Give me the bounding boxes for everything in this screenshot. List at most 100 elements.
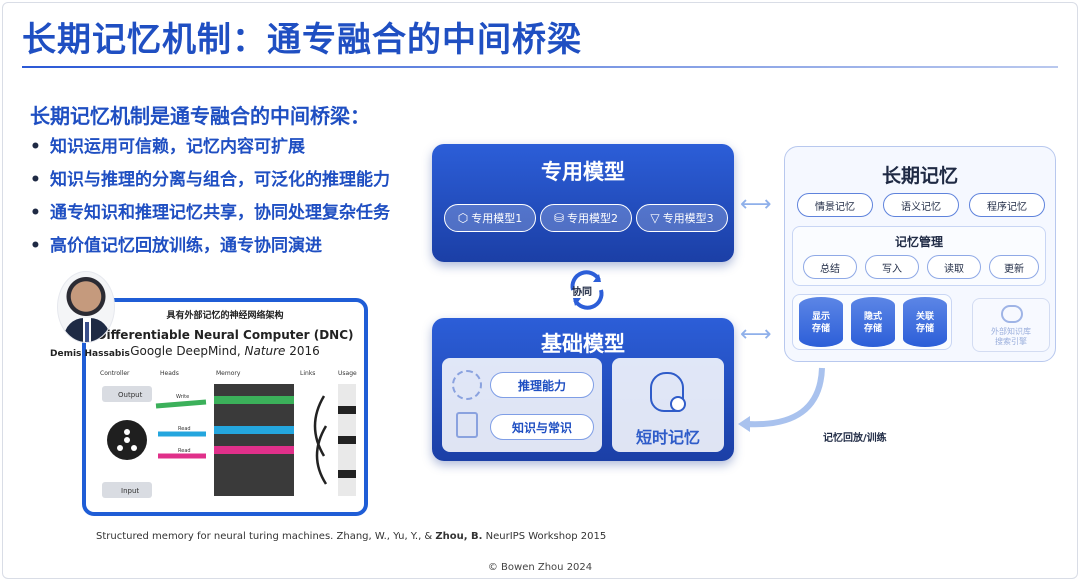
- bullet-text: 知识运用可信赖，记忆内容可扩展: [50, 137, 305, 157]
- page-title: 长期记忆机制：通专融合的中间桥梁: [22, 20, 582, 60]
- memory-op: 写入: [865, 255, 919, 279]
- col-label: Heads: [160, 370, 179, 377]
- person-photo: [57, 271, 115, 343]
- store-cylinder: 隐式存储: [851, 297, 895, 347]
- copyright: © Bowen Zhou 2024: [487, 562, 593, 573]
- special-model-item: ⬡专用模型1: [444, 204, 536, 232]
- external-item: 外部知识库: [991, 327, 1031, 336]
- store-label: 显示: [811, 312, 830, 322]
- link-arrow: [315, 425, 328, 485]
- external-item: 搜索引擎: [995, 337, 1027, 346]
- col-label: Controller: [100, 370, 130, 377]
- store-label: 隐式: [863, 312, 882, 322]
- clock-icon: [670, 396, 686, 412]
- input-label: Input: [121, 487, 139, 495]
- cloud-icon: [1001, 305, 1023, 323]
- cube-icon: ⬡: [457, 211, 469, 225]
- diamond-icon: ▽: [650, 211, 660, 225]
- database-icon: ⛁: [553, 211, 565, 225]
- memory-management: 记忆管理 总结 写入 读取 更新: [792, 226, 1046, 286]
- memory-op: 更新: [989, 255, 1039, 279]
- link-arrow: [313, 395, 326, 457]
- special-model-label: 专用模型2: [567, 212, 619, 225]
- memory-matrix: [214, 384, 294, 496]
- memory-type: 程序记忆: [969, 193, 1045, 217]
- bullet-mark: •: [30, 236, 41, 256]
- col-label: Memory: [216, 370, 241, 377]
- special-model-item: ▽专用模型3: [636, 204, 728, 232]
- bullet-text: 知识与推理的分离与组合，可泛化的推理能力: [50, 170, 390, 190]
- document-icon: [456, 412, 478, 438]
- external-label: 外部知识库搜索引擎: [975, 327, 1047, 347]
- external-sources: 外部知识库搜索引擎: [972, 298, 1050, 352]
- reasoning-icon: [452, 370, 482, 400]
- short-term-memory: 短时记忆: [612, 358, 724, 452]
- dnc-name: Differentiable Neural Computer (DNC): [96, 328, 354, 342]
- store-cylinder: 关联存储: [903, 297, 947, 347]
- memory-type: 语义记忆: [883, 193, 959, 217]
- store-label: 存储: [863, 324, 882, 334]
- store-label: 存储: [915, 324, 934, 334]
- output-label: Output: [118, 391, 143, 399]
- capability-panel: 推理能力 知识与常识: [442, 358, 602, 452]
- store-cylinder: 显示存储: [799, 297, 843, 347]
- title-divider: [22, 66, 1058, 68]
- memory-management-title: 记忆管理: [894, 235, 943, 249]
- output-box: [102, 386, 152, 402]
- special-model-label: 专用模型3: [662, 212, 714, 225]
- base-model-title: 基础模型: [541, 332, 625, 356]
- dnc-source-prefix: Google DeepMind,: [130, 344, 245, 358]
- dnc-journal: Nature: [244, 344, 286, 358]
- dnc-header: 具有外部记忆的神经网络架构: [166, 311, 284, 321]
- memory-type: 情景记忆: [797, 193, 873, 217]
- bullet-text: 通专知识和推理记忆共享，协同处理复杂任务: [50, 203, 390, 223]
- long-term-title: 长期记忆: [881, 165, 958, 187]
- bullet-text: 高价值记忆回放训练，通专协同演进: [50, 236, 322, 256]
- write-arrow: [155, 399, 207, 409]
- citation-author: Zhou, B.: [435, 531, 483, 542]
- input-box: [102, 482, 152, 498]
- citation: Structured memory for neural turing mach…: [96, 531, 606, 542]
- replay-arrow: [738, 367, 825, 432]
- memory-stores: 显示存储 隐式存储 关联存储: [792, 294, 952, 350]
- special-model-item: ⛁专用模型2: [540, 204, 632, 232]
- bullet-item: • 知识与推理的分离与组合，可泛化的推理能力: [30, 167, 390, 200]
- head-label: Read: [178, 448, 191, 454]
- col-label: Usage: [338, 370, 357, 377]
- short-term-label: 短时记忆: [635, 428, 700, 447]
- store-label: 关联: [915, 312, 934, 322]
- subheading: 长期记忆机制是通专融合的中间桥梁：: [30, 104, 370, 128]
- bullet-mark: •: [30, 170, 41, 190]
- double-arrow-icon: ⟷: [740, 322, 772, 347]
- dnc-source: Google DeepMind, Nature 2016: [86, 344, 364, 358]
- head-label: Write: [176, 394, 189, 400]
- special-model-title: 专用模型: [541, 160, 625, 184]
- sync-icon: [570, 270, 604, 310]
- person-name: Demis Hassabis: [50, 349, 130, 359]
- dnc-panel: 具有外部记忆的神经网络架构 Differentiable Neural Comp…: [82, 298, 368, 516]
- special-model-label: 专用模型1: [471, 212, 523, 225]
- bullet-item: • 知识运用可信赖，记忆内容可扩展: [30, 134, 390, 167]
- head-icon: [650, 372, 684, 412]
- replay-label: 记忆回放/训练: [823, 433, 887, 444]
- dnc-diagram: Controller Heads Memory Links Usage Outp…: [100, 370, 357, 498]
- bullet-item: • 高价值记忆回放训练，通专协同演进: [30, 233, 390, 266]
- capability-pill: 知识与常识: [490, 414, 594, 440]
- bullet-item: • 通专知识和推理记忆共享，协同处理复杂任务: [30, 200, 390, 233]
- col-label: Links: [300, 370, 315, 377]
- memory-op: 总结: [803, 255, 857, 279]
- special-model-box: 专用模型 ⬡专用模型1 ⛁专用模型2 ▽专用模型3: [432, 144, 734, 262]
- sync-label: 协同: [572, 287, 592, 298]
- memory-op: 读取: [927, 255, 981, 279]
- citation-prefix: Structured memory for neural turing mach…: [96, 531, 436, 542]
- store-label: 存储: [811, 324, 830, 334]
- dnc-source-suffix: 2016: [285, 344, 320, 358]
- capability-pill: 推理能力: [490, 372, 594, 398]
- bullet-mark: •: [30, 137, 41, 157]
- bullet-mark: •: [30, 203, 41, 223]
- bullet-list: • 知识运用可信赖，记忆内容可扩展 • 知识与推理的分离与组合，可泛化的推理能力 •…: [30, 134, 390, 266]
- citation-suffix: NeurIPS Workshop 2015: [482, 531, 607, 542]
- double-arrow-icon: ⟷: [740, 192, 772, 217]
- head-label: Read: [178, 426, 191, 432]
